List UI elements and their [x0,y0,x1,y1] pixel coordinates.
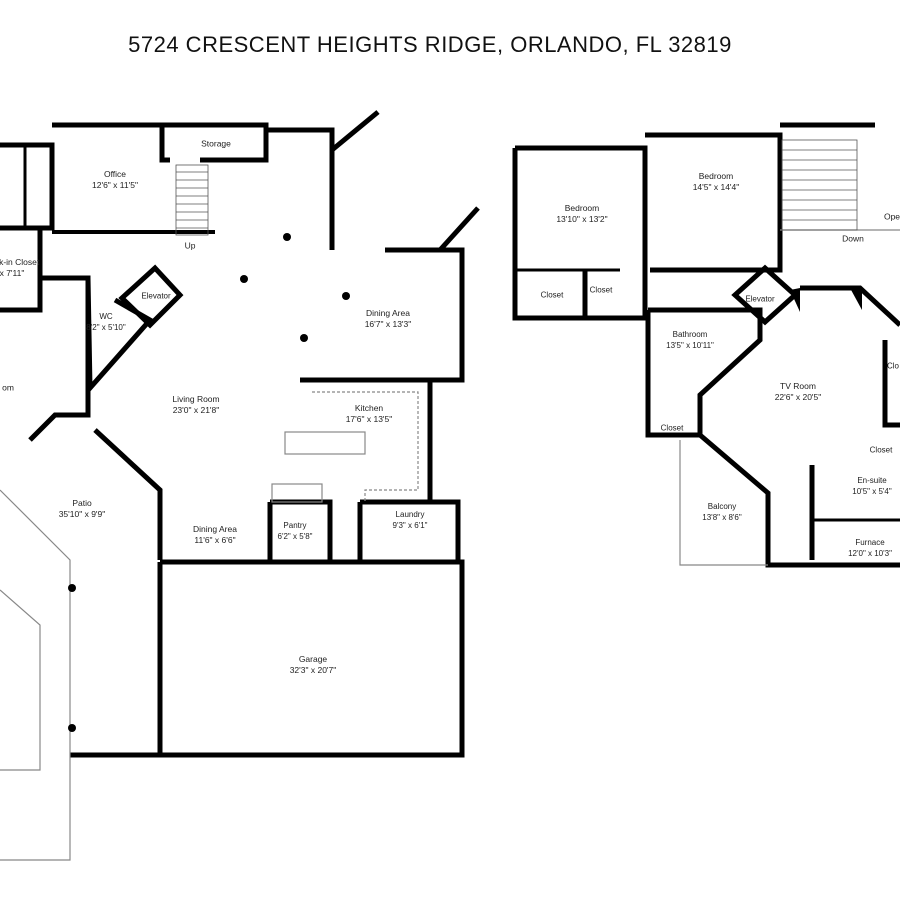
kitchen-island [284,431,366,455]
room-open: Ope [883,211,900,222]
wall-dining-right [385,247,465,500]
wall-dining-angle [330,110,380,152]
elevator-label-1: Elevator [141,291,171,301]
balcony-outline [679,440,768,566]
room-left: om [2,382,14,393]
stairs-down-label: Down [842,233,864,244]
wall-tvroom2 [697,395,900,568]
elevator-label-2: Elevator [745,294,775,304]
room-closet-5: Closet [869,445,893,455]
address-title: 5724 CRESCENT HEIGHTS RIDGE, ORLANDO, FL… [128,32,732,57]
wall-dining-angle2 [438,206,480,252]
room-closet-3: Closet [660,423,684,433]
wall-garage [157,559,465,758]
pool-outline [0,589,41,771]
wall-tvroom3 [882,340,900,428]
stairs-up-label: Up [184,240,196,251]
wall-storage [159,125,170,163]
wall-office [52,122,269,163]
wall-bedroom2 [645,132,783,273]
elevator-shaft-1 [118,264,184,329]
pantry-shelf [271,483,323,503]
room-closet-4: Clo [886,361,900,371]
wall-walkin [0,225,43,313]
wall-living-left [28,275,91,442]
wall-bedroom1 [512,145,648,321]
wall-patio-angle [93,428,163,560]
wall-top-main [266,127,335,250]
wall-tvroom [800,285,900,327]
patio-outline [0,489,71,861]
room-closet-1: Closet [540,290,564,300]
room-closet-2: Closet [589,285,613,295]
kitchen-counter [312,391,419,502]
room-storage: Storage [201,138,231,149]
